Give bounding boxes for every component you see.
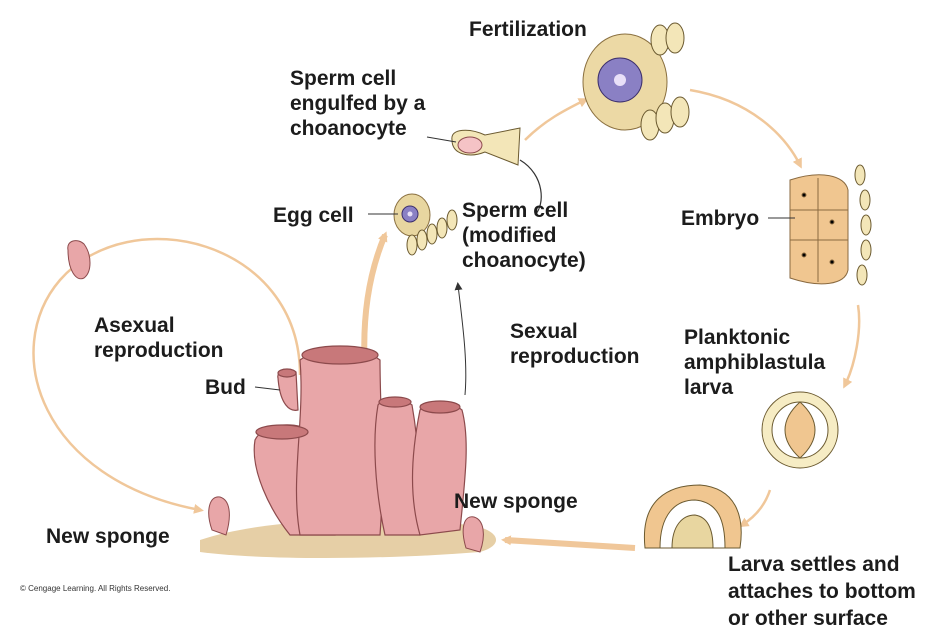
embryo-shape bbox=[789, 174, 849, 285]
label-asexual-reproduction: Asexual reproduction bbox=[94, 314, 224, 362]
label-sexual-reproduction: Sexual reproduction bbox=[510, 320, 640, 368]
leader-sperm-engulfed bbox=[426, 136, 457, 143]
detached-bud bbox=[67, 240, 91, 280]
label-embryo: Embryo bbox=[681, 207, 760, 230]
cycle-arrow-to-fertilization bbox=[524, 98, 589, 141]
embryo-collar-cells bbox=[854, 164, 872, 286]
sponge-body bbox=[253, 345, 467, 536]
label-bud: Bud bbox=[205, 376, 246, 399]
cycle-arrow-asexual bbox=[32, 237, 302, 514]
leader-bud bbox=[254, 386, 281, 391]
planktonic-larva bbox=[761, 391, 839, 469]
sperm-tail bbox=[519, 159, 542, 216]
label-larva-settles: Larva settles and attaches to bottom or … bbox=[728, 553, 916, 630]
sperm-release-arrow bbox=[454, 282, 467, 396]
cycle-arrow-to-embryo bbox=[689, 88, 802, 169]
cycle-arrow-to-new-sponge bbox=[501, 535, 636, 551]
collar-cell-row bbox=[406, 209, 458, 256]
cycle-arrow-to-settling bbox=[738, 489, 772, 528]
label-new-sponge-left: New sponge bbox=[46, 525, 170, 548]
label-planktonic-larva: Planktonic amphiblastula larva bbox=[684, 326, 826, 399]
settling-larva bbox=[643, 484, 742, 549]
label-sperm-cell: Sperm cell (modified choanocyte) bbox=[462, 199, 586, 272]
new-sponge-right-shape bbox=[462, 516, 484, 553]
label-new-sponge-right: New sponge bbox=[454, 490, 578, 513]
new-sponge-left-shape bbox=[208, 496, 230, 536]
cycle-arrow-to-larva bbox=[843, 304, 861, 389]
fertilization-cell bbox=[582, 33, 668, 131]
label-sperm-engulfed: Sperm cell engulfed by a choanocyte bbox=[290, 67, 426, 140]
label-egg-cell: Egg cell bbox=[273, 204, 354, 227]
label-fertilization: Fertilization bbox=[469, 18, 587, 41]
fertilization-collar-cells bbox=[640, 22, 690, 141]
egg-cell-shape bbox=[393, 193, 431, 237]
engulfing-choanocyte bbox=[451, 127, 521, 166]
copyright-notice: © Cengage Learning. All Rights Reserved. bbox=[20, 584, 171, 593]
